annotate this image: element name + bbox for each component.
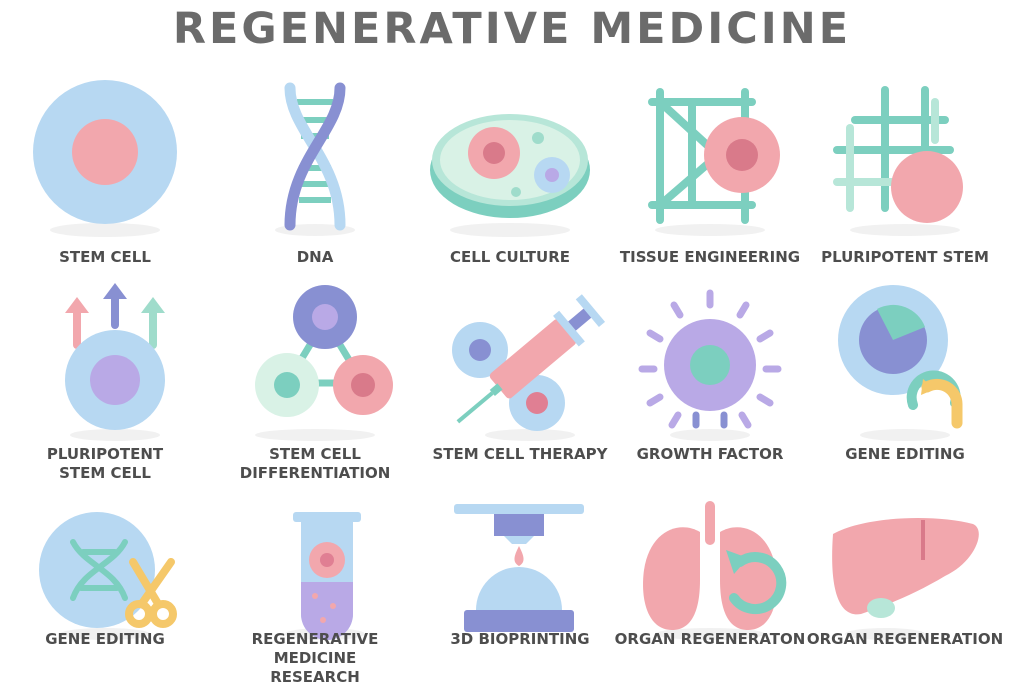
dna-scissors-icon xyxy=(39,512,177,640)
tile-label: GENE EDITING xyxy=(845,445,965,463)
tile-gene-editing: GENE EDITING xyxy=(815,285,995,485)
tile-label: ORGAN REGENERATON xyxy=(614,630,806,648)
tile-stem-cell: STEM CELL xyxy=(15,80,195,280)
tile-dna: DNA xyxy=(225,80,405,280)
tile-label: PLURIPOTENT STEM CELL xyxy=(46,445,164,482)
test-tube-icon xyxy=(285,512,365,640)
tile-label: STEM CELL THERAPY xyxy=(432,445,608,463)
tile-label: GROWTH FACTOR xyxy=(636,445,784,463)
cell-arrows-icon xyxy=(65,283,165,441)
tile-label: PLURIPOTENT STEM xyxy=(821,248,989,266)
tile-gene-editing-2: GENE EDITING xyxy=(15,495,195,695)
tile-label: CELL CULTURE xyxy=(449,248,571,266)
differentiation-icon xyxy=(255,285,393,441)
tile-stem-cell-therapy: STEM CELL THERAPY xyxy=(430,285,610,485)
magnifier-cell-icon xyxy=(838,285,963,441)
stem-cell-icon xyxy=(33,80,177,237)
tile-label: STEM CELL xyxy=(59,248,151,266)
tile-growth-factor: GROWTH FACTOR xyxy=(620,285,800,485)
bioprinter-icon xyxy=(454,504,584,632)
lungs-icon xyxy=(643,501,787,640)
tile-regenerative-medicine-research: REGENERATIVE MEDICINE RESEARCH xyxy=(225,495,405,695)
growth-factor-icon xyxy=(638,289,782,441)
page-title: REGENERATIVE MEDICINE xyxy=(172,4,852,54)
tile-3d-bioprinting: 3D BIOPRINTING xyxy=(430,495,610,695)
tile-pluripotent-stem: PLURIPOTENT STEM xyxy=(815,80,995,280)
tile-stem-cell-differentiation: STEM CELL DIFFERENTIATION xyxy=(225,285,405,485)
tile-cell-culture: CELL CULTURE xyxy=(420,80,600,280)
dna-icon xyxy=(275,82,355,236)
tile-label: ORGAN REGENERATION xyxy=(806,630,1004,648)
grid-cell-icon xyxy=(833,86,963,236)
tile-label: 3D BIOPRINTING xyxy=(450,630,590,648)
tile-label: REGENERATIVE MEDICINE RESEARCH xyxy=(251,630,379,686)
tile-organ-regeneraton: ORGAN REGENERATON xyxy=(615,495,805,695)
tile-organ-regeneration: ORGAN REGENERATION xyxy=(807,495,1003,695)
scaffold-icon xyxy=(648,88,780,236)
tile-label: TISSUE ENGINEERING xyxy=(619,248,801,266)
tile-label: GENE EDITING xyxy=(45,630,165,648)
tile-tissue-engineering: TISSUE ENGINEERING xyxy=(620,80,800,280)
petri-dish-icon xyxy=(430,114,590,237)
tile-label: DNA xyxy=(296,248,334,266)
liver-icon xyxy=(832,518,979,640)
tile-label: STEM CELL DIFFERENTIATION xyxy=(239,445,391,482)
tile-pluripotent-stem-cell: PLURIPOTENT STEM CELL xyxy=(15,283,195,485)
syringe-icon xyxy=(452,294,606,441)
